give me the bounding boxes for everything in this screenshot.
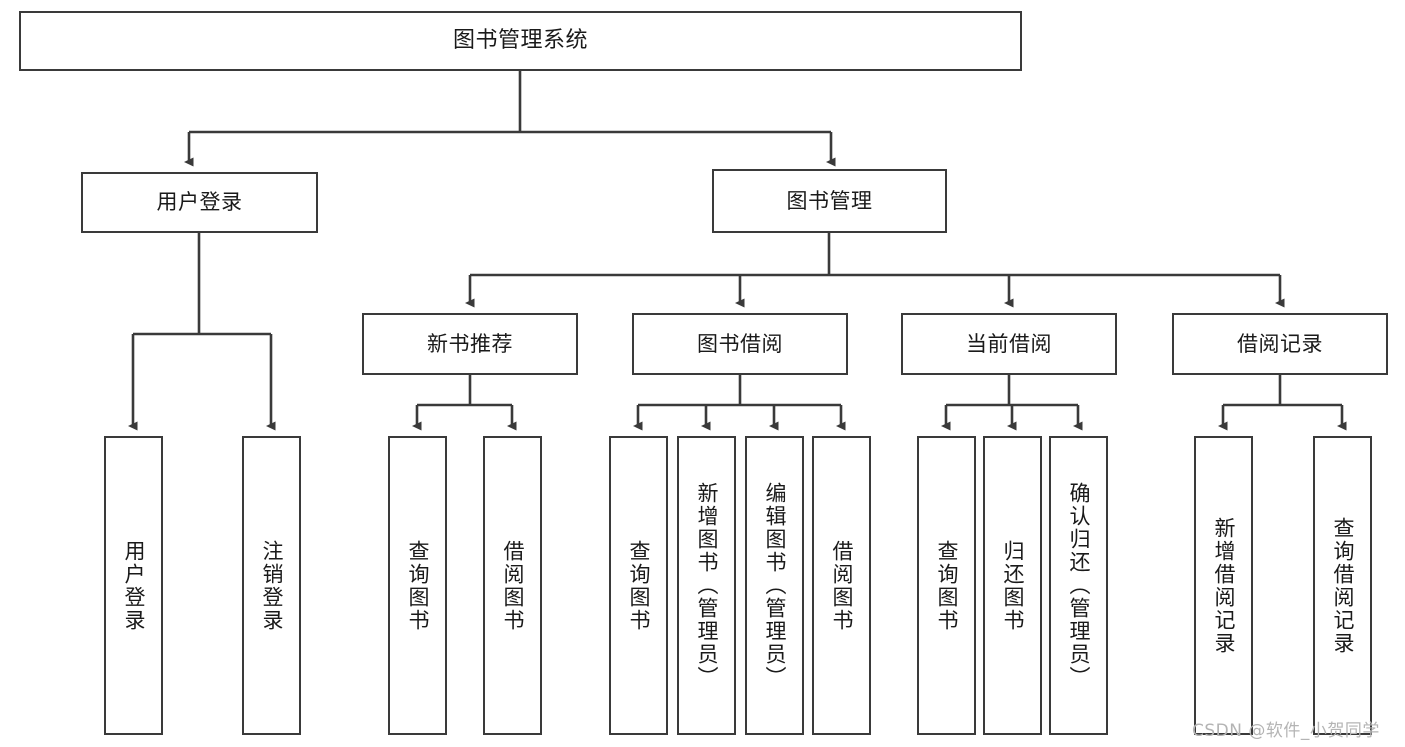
- node-label: 用户登录: [156, 190, 243, 215]
- node-leaf-query-book-1[interactable]: 查询图书: [388, 436, 447, 735]
- node-leaf-return-book[interactable]: 归还图书: [983, 436, 1042, 735]
- node-leaf-edit-book[interactable]: 编辑图书（管理员）: [745, 436, 804, 735]
- node-leaf-add-book[interactable]: 新增图书（管理员）: [677, 436, 736, 735]
- node-leaf-query-book-3[interactable]: 查询图书: [917, 436, 976, 735]
- node-label: 借阅图书: [501, 539, 526, 632]
- node-leaf-borrow-book-1[interactable]: 借阅图书: [483, 436, 542, 735]
- node-leaf-user-login[interactable]: 用户登录: [104, 436, 163, 735]
- node-label: 图书管理系统: [452, 28, 588, 54]
- node-label: 图书借阅: [697, 331, 783, 356]
- node-root-book-management-system[interactable]: 图书管理系统: [19, 11, 1022, 71]
- node-leaf-borrow-book-2[interactable]: 借阅图书: [812, 436, 871, 735]
- node-label: 查询图书: [406, 539, 431, 632]
- node-label: 编辑图书（管理员）: [763, 482, 788, 689]
- node-label: 用户登录: [122, 539, 147, 632]
- node-label: 查询图书: [627, 539, 652, 632]
- node-label: 图书管理: [786, 188, 873, 213]
- node-new-book-recommend[interactable]: 新书推荐: [362, 313, 578, 375]
- csdn-watermark: CSDN @软件_小贺同学: [1192, 721, 1380, 741]
- node-label: 注销登录: [260, 539, 285, 632]
- node-leaf-query-book-2[interactable]: 查询图书: [609, 436, 668, 735]
- node-label: 借阅记录: [1237, 331, 1323, 356]
- node-user-login[interactable]: 用户登录: [81, 172, 318, 233]
- node-label: 查询借阅记录: [1331, 516, 1356, 655]
- node-current-borrow[interactable]: 当前借阅: [901, 313, 1117, 375]
- node-leaf-query-borrow-record[interactable]: 查询借阅记录: [1313, 436, 1372, 735]
- node-leaf-confirm-return[interactable]: 确认归还（管理员）: [1049, 436, 1108, 735]
- node-label: 当前借阅: [966, 331, 1052, 356]
- node-label: 新增图书（管理员）: [695, 482, 720, 689]
- node-label: 查询图书: [935, 539, 960, 632]
- node-book-management[interactable]: 图书管理: [712, 169, 947, 233]
- node-label: 新书推荐: [427, 331, 513, 356]
- node-book-borrow[interactable]: 图书借阅: [632, 313, 848, 375]
- node-label: 归还图书: [1001, 539, 1026, 632]
- node-leaf-add-borrow-record[interactable]: 新增借阅记录: [1194, 436, 1253, 735]
- node-label: 借阅图书: [830, 539, 855, 632]
- node-leaf-logout-login[interactable]: 注销登录: [242, 436, 301, 735]
- node-label: 新增借阅记录: [1212, 516, 1237, 655]
- node-borrow-record[interactable]: 借阅记录: [1172, 313, 1388, 375]
- node-label: 确认归还（管理员）: [1067, 482, 1092, 689]
